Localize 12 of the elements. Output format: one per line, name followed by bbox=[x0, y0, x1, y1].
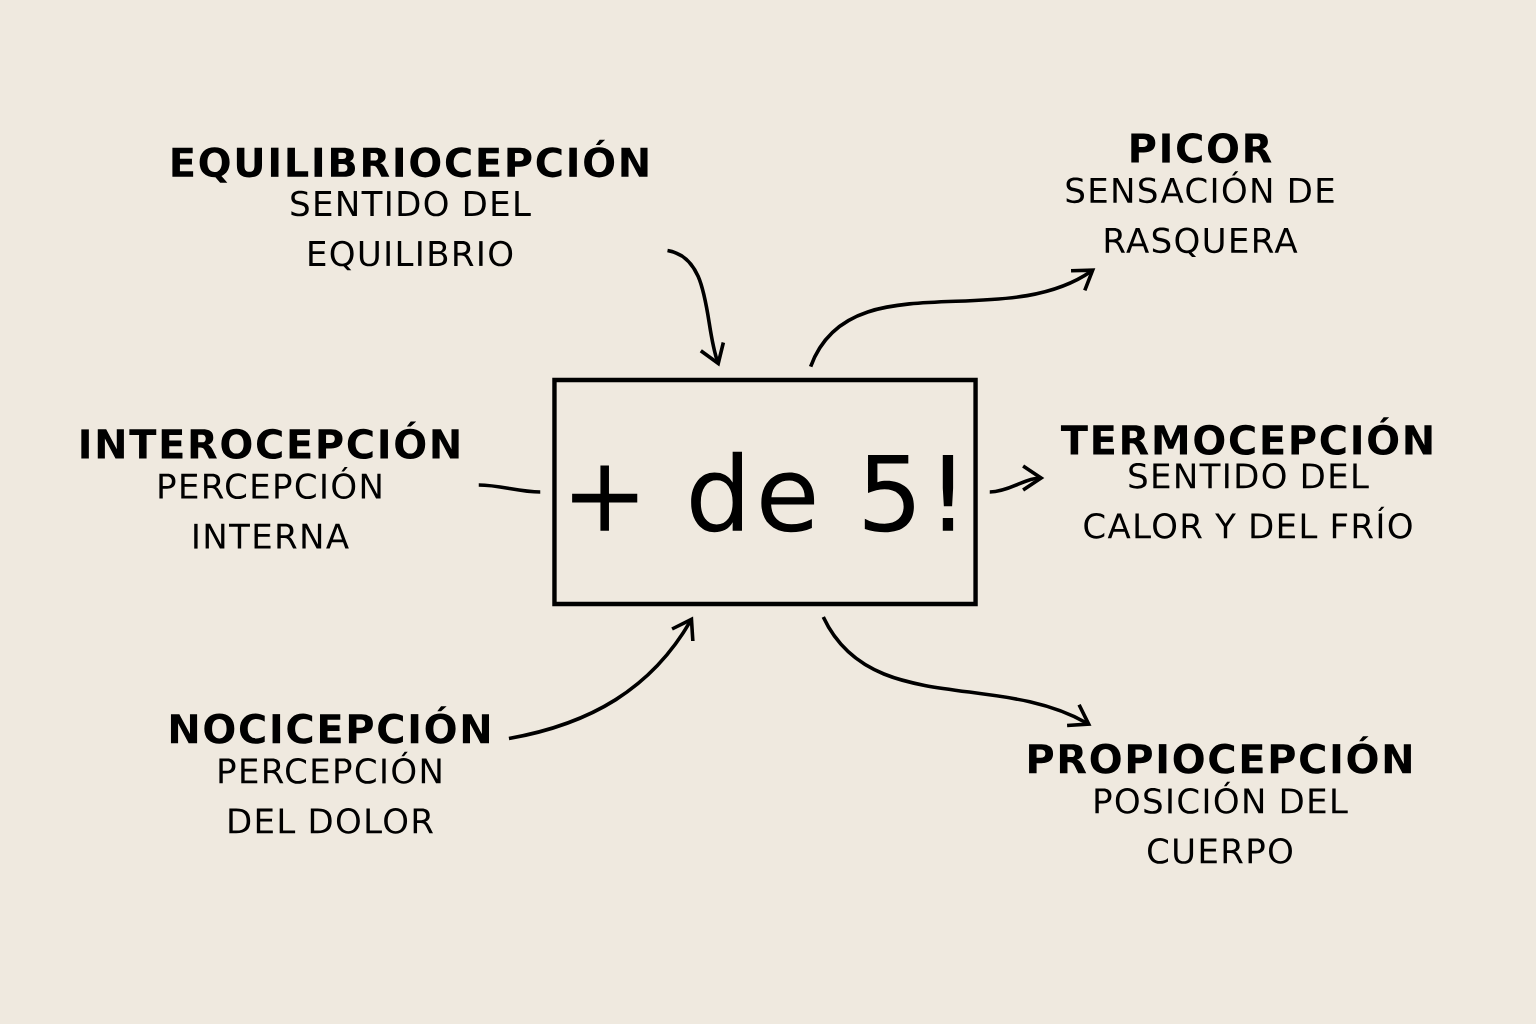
sense-label: INTEROCEPCIÓN PERCEPCIÓN INTERNA bbox=[81, 421, 459, 549]
center-box: + de 5! bbox=[552, 377, 978, 607]
arrow bbox=[666, 248, 726, 367]
sense-label: EQUILIBRIOCEPCIÓN SENTIDO DEL EQUILIBRIO bbox=[172, 139, 648, 271]
arrow bbox=[809, 268, 1096, 368]
sense-label: PICOR SENSACIÓN DE RASQUERA bbox=[1066, 132, 1334, 258]
arrow bbox=[989, 464, 1045, 494]
arrow bbox=[508, 616, 695, 741]
arrow bbox=[821, 616, 1092, 728]
sense-label: PROPIOCEPCIÓN POSICIÓN DEL CUERPO bbox=[1029, 736, 1411, 864]
sense-label: TERMOCEPCIÓN SENTIDO DEL CALOR Y DEL FRÍO bbox=[1060, 417, 1432, 539]
sense-label: NOCICEPCIÓN PERCEPCIÓN DEL DOLOR bbox=[170, 706, 489, 834]
